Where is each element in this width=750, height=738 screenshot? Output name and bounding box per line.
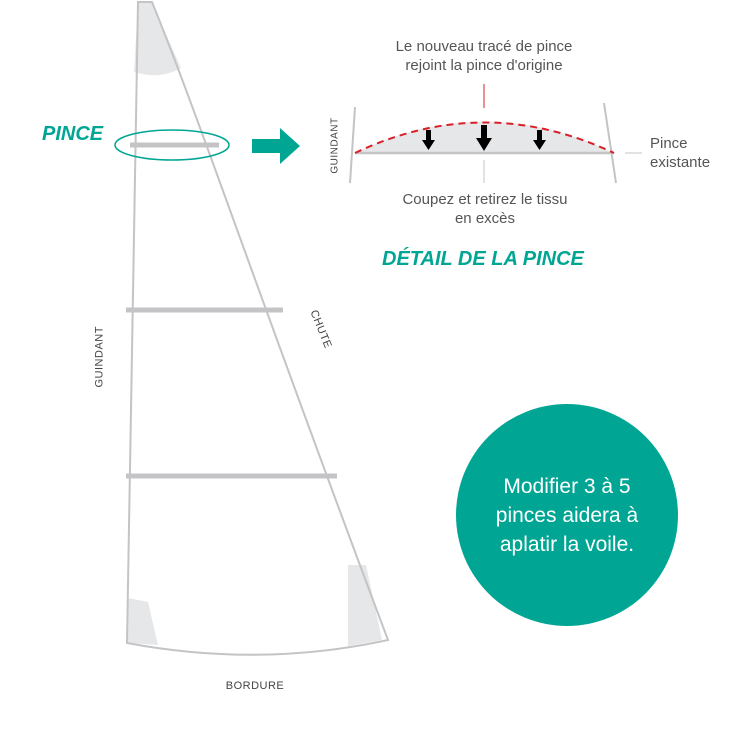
guindant-label: GUINDANT: [93, 326, 106, 388]
pince-label: PINCE: [42, 123, 104, 145]
new-dart-dashed-line: [354, 121, 615, 154]
detail-luff-line: [349, 106, 356, 184]
new-line-note: Le nouveau tracé de pince rejoint la pin…: [395, 38, 573, 74]
clew-patch: [348, 565, 382, 646]
tip-text: Modifier 3 à 5 pinces aidera à aplatir l…: [495, 474, 639, 556]
tack-patch: [127, 598, 158, 645]
down-arrow-icon: [422, 130, 435, 150]
sail-outline: [125, 1, 390, 656]
head-patch: [134, 3, 181, 76]
detail-guindant-label: GUINDANT: [329, 117, 341, 174]
cut-note: Coupez et retirez le tissu en excès: [402, 191, 568, 227]
tip-circle: Modifier 3 à 5 pinces aidera à aplatir l…: [456, 404, 678, 626]
detail-title: DÉTAIL DE LA PINCE: [382, 248, 584, 270]
detail-leech-line: [603, 102, 617, 184]
existing-dart-note: Pince existante: [650, 135, 711, 171]
dart-highlight-ellipse: [114, 129, 230, 161]
arrow-right-icon: [252, 128, 300, 164]
bordure-label: BORDURE: [225, 680, 285, 692]
down-arrow-icon: [533, 130, 546, 150]
down-arrow-icon: [476, 125, 492, 151]
